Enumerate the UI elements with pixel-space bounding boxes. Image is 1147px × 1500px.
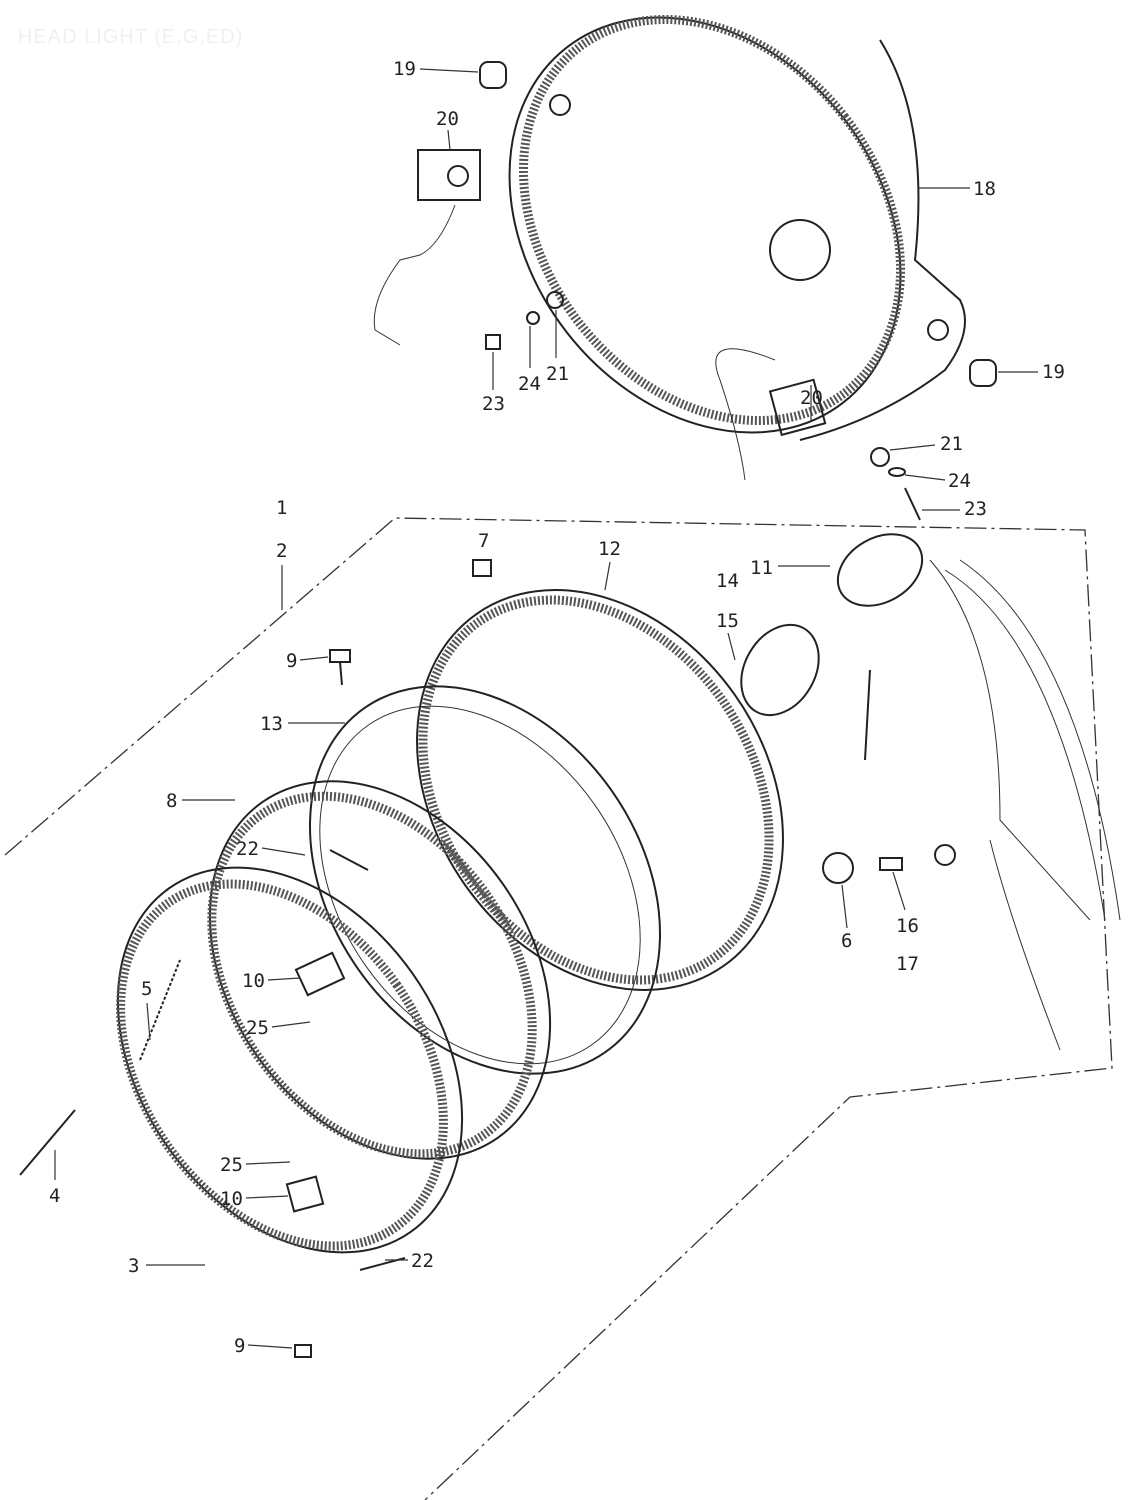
callout: 2 xyxy=(276,540,287,562)
callout: 14 xyxy=(716,570,739,592)
callout: 9 xyxy=(234,1335,245,1357)
callout-labels: 19 20 18 23 24 21 19 20 21 24 23 1 2 7 1… xyxy=(49,58,1065,1357)
callout: 13 xyxy=(260,713,283,735)
callout: 8 xyxy=(166,790,177,812)
callout: 21 xyxy=(546,363,569,385)
callout: 24 xyxy=(948,470,971,492)
callout: 19 xyxy=(1042,361,1065,383)
callout: 19 xyxy=(393,58,416,80)
callout: 18 xyxy=(973,178,996,200)
callout: 20 xyxy=(436,108,459,130)
callout: 4 xyxy=(49,1185,60,1207)
callout: 3 xyxy=(128,1255,139,1277)
callout: 10 xyxy=(220,1188,243,1210)
diagram-title: HEAD LIGHT (E,G,ED) xyxy=(18,26,244,48)
screw-washer-nut xyxy=(485,291,921,521)
callout: 5 xyxy=(141,978,152,1000)
callout: 22 xyxy=(411,1250,434,1272)
callout: 10 xyxy=(242,970,265,992)
callout: 9 xyxy=(286,650,297,672)
headlight-case xyxy=(508,14,966,441)
callout: 23 xyxy=(482,393,505,415)
callout: 23 xyxy=(964,498,987,520)
callout: 25 xyxy=(220,1154,243,1176)
callout: 15 xyxy=(716,610,739,632)
callout: 11 xyxy=(750,557,773,579)
mounting-bracket-wire xyxy=(373,149,827,481)
rubber-grommet xyxy=(479,61,997,387)
callout: 24 xyxy=(518,373,541,395)
headlight-lens-unit xyxy=(308,685,662,1075)
headlight-rims xyxy=(116,780,552,1254)
callout: 25 xyxy=(246,1017,269,1039)
headlight-rim xyxy=(416,589,784,991)
small-hardware xyxy=(19,559,492,1358)
callout: 21 xyxy=(940,433,963,455)
callout: 16 xyxy=(896,915,919,937)
callout: 22 xyxy=(236,838,259,860)
assembly-boundary xyxy=(4,517,1113,1500)
callout: 17 xyxy=(896,953,919,975)
socket-and-bulbs xyxy=(740,533,1121,1051)
callout: 7 xyxy=(478,530,489,552)
callout: 1 xyxy=(276,497,287,519)
callout: 6 xyxy=(841,930,852,952)
callout: 12 xyxy=(598,538,621,560)
